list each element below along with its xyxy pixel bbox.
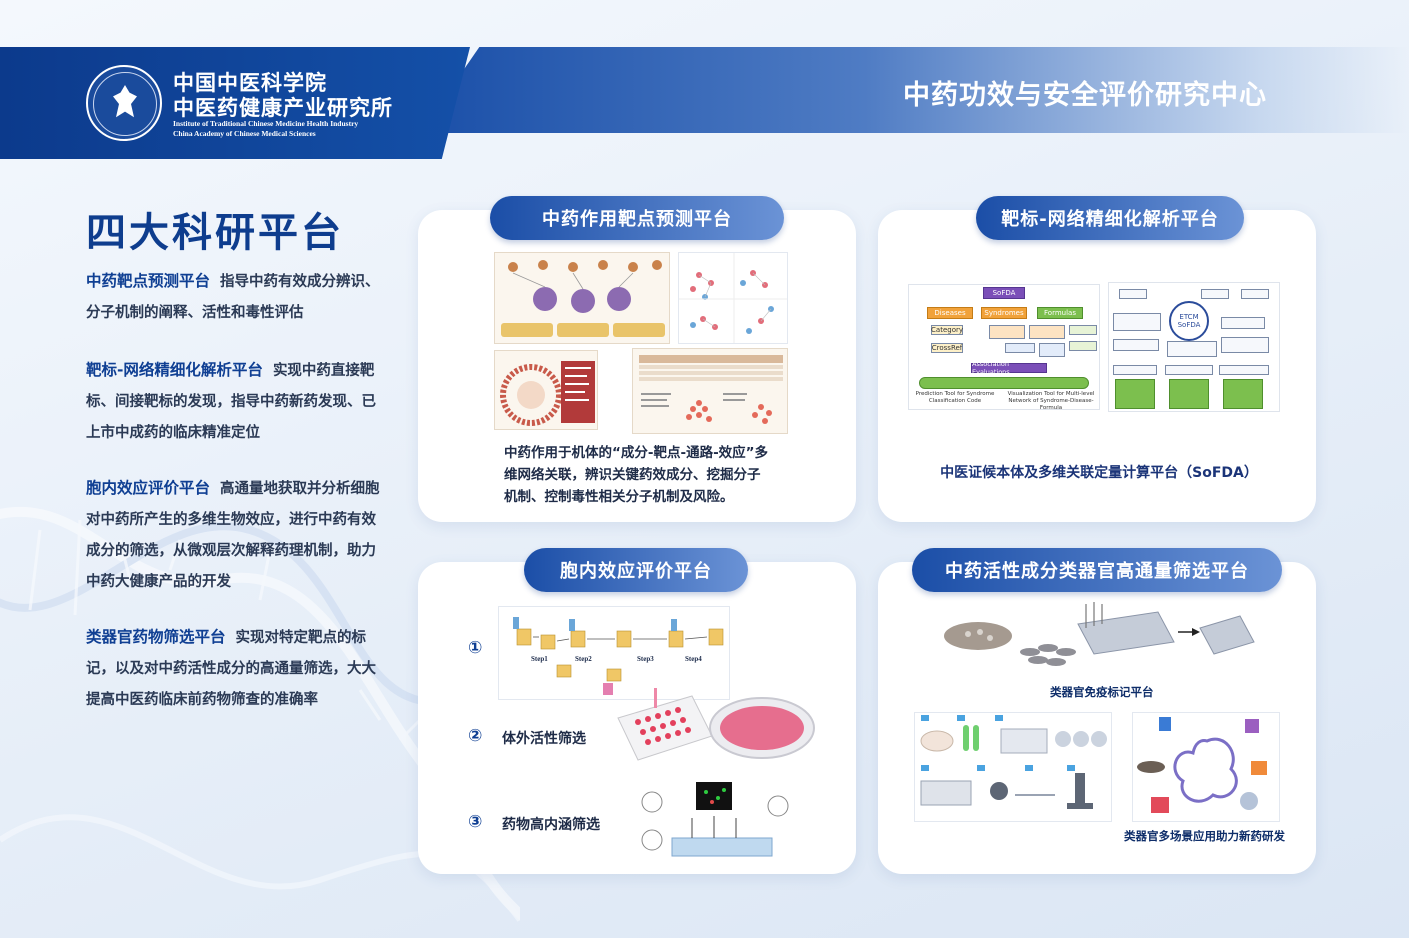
figure-etcm-diagram: ETCM SoFDA — [1108, 282, 1280, 412]
sofda-label: SoFDA — [983, 287, 1025, 299]
row-number-2: ② — [468, 726, 483, 746]
etcm-green-2 — [1169, 379, 1209, 409]
crossref-label: CrossRef — [931, 343, 963, 353]
etcm-node-9 — [1113, 365, 1157, 375]
platform-desc-2-text: 实现中药直接靶标、间接靶标的发现，指导中药新药发现、已上市中成药的临床精准定位 — [86, 363, 376, 441]
row-number-1: ① — [468, 638, 483, 658]
cell-steps-graphic — [513, 617, 724, 695]
card-organoid: 类器官免疫标记平台 类器官多场景应用助力新药研发 — [878, 562, 1316, 874]
figure-network-panels — [678, 252, 788, 344]
step-2-label: Step2 — [575, 655, 592, 663]
figure-compound-target-flow — [494, 252, 670, 344]
platform-desc-4-highlight: 类器官药物筛选平台 — [86, 628, 226, 646]
card-target-prediction: 中药作用于机体的“成分-靶点-通路-效应”多维网络关联，辨识关键药效成分、挖掘分… — [418, 210, 856, 522]
syndromes-label: Syndromes — [981, 307, 1027, 319]
well-plate-and-dish-graphic — [617, 688, 815, 761]
algorithm-graphic — [500, 361, 595, 426]
classification-code-box — [1029, 325, 1065, 339]
diseases-label: Diseases — [927, 307, 973, 319]
prediction-tool-label: Prediction Tool for Syndrome Classificat… — [915, 391, 995, 404]
organoid-workflow-graphic — [920, 715, 1107, 809]
etcm-green-1 — [1115, 379, 1155, 409]
organoid-applications-graphic — [1137, 717, 1267, 813]
header-bar: 中药功效与安全评价研究中心 中国中医科学院 中医药健康产业研究所 Institu… — [0, 47, 1409, 159]
network-graphic — [679, 253, 787, 343]
center-title: 中药功效与安全评价研究中心 — [903, 80, 1267, 111]
etcm-node-5 — [1221, 317, 1265, 329]
organoid-caption-2: 类器官多场景应用助力新药研发 — [1124, 829, 1285, 843]
visualization-tool-label: Visualization Tool for Multi-level Netwo… — [1007, 391, 1095, 411]
pill-intracellular: 胞内效应评价平台 — [524, 548, 748, 592]
etcm-circle: ETCM SoFDA — [1169, 301, 1209, 341]
platform-desc-1: 中药靶点预测平台指导中药有效成分辨识、分子机制的阐释、活性和毒性评估 — [86, 266, 384, 329]
figure-database-tables — [632, 348, 788, 434]
etcm-green-3 — [1223, 379, 1263, 409]
database-graphic — [639, 355, 783, 424]
network-features-box — [1039, 343, 1065, 357]
header-institute-band: 中国中医科学院 中医药健康产业研究所 Institute of Traditio… — [0, 47, 470, 159]
sofda-sub-label: SoFDA — [1177, 321, 1201, 329]
evaluation-arrows — [919, 377, 1089, 389]
formulas-label: Formulas — [1037, 307, 1083, 319]
go-terms-box — [1005, 343, 1035, 353]
high-content-screening-graphic — [641, 782, 789, 857]
platform-desc-1-text: 指导中药有效成分辨识、分子机制的阐释、活性和毒性评估 — [86, 274, 380, 321]
combination-box — [1069, 341, 1097, 351]
row-label-3: 药物高内涵筛选 — [502, 817, 600, 833]
reference-box — [1069, 325, 1097, 335]
compound-flow-graphic — [501, 260, 665, 337]
row-number-3: ③ — [468, 812, 483, 832]
etcm-node-4 — [1113, 313, 1161, 331]
pill-target-prediction: 中药作用靶点预测平台 — [490, 196, 784, 240]
step-3-label: Step3 — [637, 655, 654, 663]
etcm-node-10 — [1165, 365, 1213, 375]
left-panel-title: 四大科研平台 — [86, 210, 344, 256]
figure-organoid-applications — [1132, 712, 1280, 822]
target-prediction-description: 中药作用于机体的“成分-靶点-通路-效应”多维网络关联，辨识关键药效成分、挖掘分… — [504, 445, 769, 505]
category-label: Category — [931, 325, 963, 335]
organoid-labeling-graphic — [944, 602, 1255, 666]
etcm-node-1 — [1119, 289, 1147, 299]
pill-network-analysis: 靶标-网络精细化解析平台 — [976, 196, 1244, 240]
platform-desc-3-highlight: 胞内效应评价平台 — [86, 479, 211, 497]
figure-sofda-diagram: SoFDA Diseases Syndromes Formulas Catego… — [908, 284, 1100, 411]
platform-desc-2-highlight: 靶标-网络精细化解析平台 — [86, 361, 263, 379]
step-4-label: Step4 — [685, 655, 702, 663]
platform-desc-3: 胞内效应评价平台高通量地获取并分析细胞对中药所产生的多维生物效应，进行中药有效成… — [86, 473, 384, 598]
syndrome-code-box — [989, 325, 1025, 339]
institute-english-line2: China Academy of Chinese Medical Science… — [173, 129, 316, 138]
header-title-band: 中药功效与安全评价研究中心 — [420, 47, 1409, 133]
platform-desc-2: 靶标-网络精细化解析平台实现中药直接靶标、间接靶标的发现，指导中药新药发现、已上… — [86, 355, 384, 449]
etcm-label: ETCM — [1179, 313, 1199, 321]
pill-organoid: 中药活性成分类器官高通量筛选平台 — [912, 548, 1282, 592]
institute-name-line1: 中国中医科学院 — [173, 70, 327, 95]
organoid-caption-1: 类器官免疫标记平台 — [1050, 685, 1154, 699]
figure-cell-steps: Step1 Step2 Step3 Step4 — [498, 606, 730, 700]
institute-english-line1: Institute of Traditional Chinese Medicin… — [173, 119, 359, 128]
institute-name-line2: 中医药健康产业研究所 — [173, 95, 393, 120]
etcm-node-6 — [1113, 339, 1159, 351]
step-1-label: Step1 — [531, 655, 548, 663]
platform-desc-4-text: 实现对特定靶点的标记，以及对中药活性成分的高通量筛选，大大提高中医药临床前药物筛… — [86, 630, 376, 708]
row-label-2: 体外活性筛选 — [502, 731, 586, 747]
figure-organoid-workflow — [914, 712, 1112, 822]
etcm-node-7 — [1167, 341, 1217, 357]
card-network-analysis: SoFDA Diseases Syndromes Formulas Catego… — [878, 210, 1316, 522]
association-evaluations-label: Association Evaluations — [971, 360, 1047, 376]
platform-desc-1-highlight: 中药靶点预测平台 — [86, 272, 211, 290]
etcm-node-2 — [1201, 289, 1229, 299]
institute-seal-icon — [86, 65, 162, 141]
platform-desc-3-text: 高通量地获取并分析细胞对中药所产生的多维生物效应，进行中药有效成分的筛选，从微观… — [86, 481, 380, 590]
etcm-node-11 — [1219, 365, 1269, 375]
network-analysis-caption: 中医证候本体及多维关联定量计算平台（SoFDA） — [940, 465, 1258, 481]
etcm-node-3 — [1241, 289, 1269, 299]
card-intracellular: ① ② 体外活性筛选 ③ 药物高内涵筛选 Step1 Step2 Step3 S… — [418, 562, 856, 874]
platform-desc-4: 类器官药物筛选平台实现对特定靶点的标记，以及对中药活性成分的高通量筛选，大大提高… — [86, 622, 384, 716]
etcm-node-8 — [1221, 337, 1269, 353]
figure-algorithm-ligand — [494, 350, 598, 430]
